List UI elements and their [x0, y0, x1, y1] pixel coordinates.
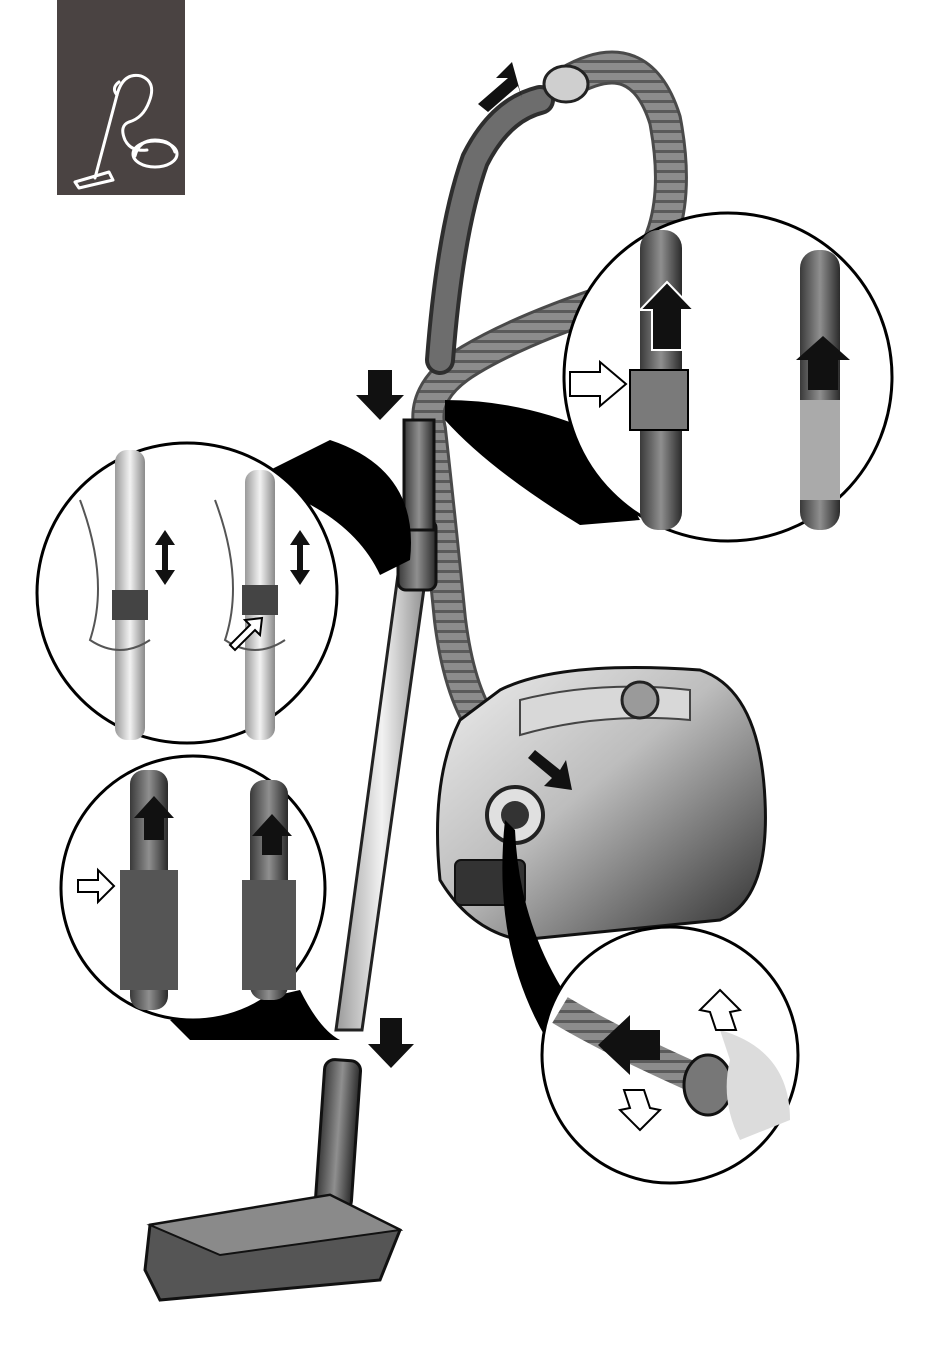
hose-handle-detach-detail: [564, 213, 892, 541]
down-arrow-icon: [356, 370, 404, 420]
hose-connector-detail: [542, 927, 798, 1183]
floor-nozzle: [145, 1059, 400, 1300]
tube-release-detail: [61, 756, 325, 1020]
down-arrow-icon: [368, 1018, 414, 1068]
tube-handle-joint: [404, 420, 434, 530]
telescopic-tube-adjust-detail: [37, 443, 337, 743]
power-button: [622, 682, 658, 718]
hose-end-cuff: [544, 66, 588, 102]
vacuum-canister: [438, 668, 766, 941]
